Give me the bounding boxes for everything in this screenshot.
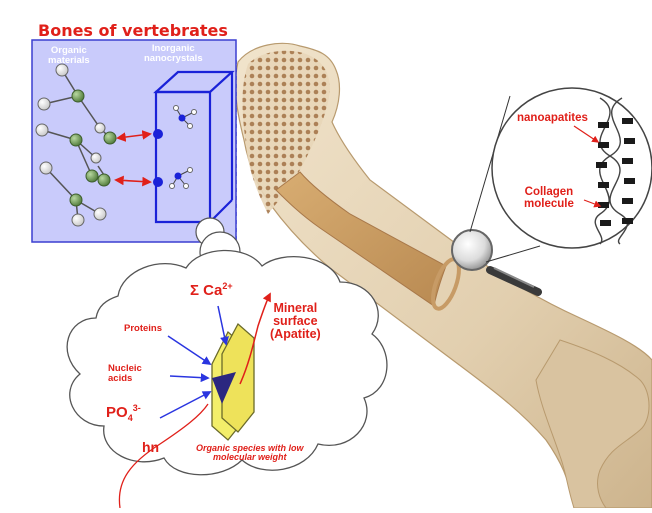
phosphate-sub: 4 [127, 413, 133, 423]
calcium-sum: Σ Ca [190, 282, 223, 299]
phosphate-po: PO [106, 404, 128, 421]
mineral-surface-arrow [239, 292, 271, 385]
collagen-label: Collagen molecule [524, 186, 574, 211]
spongy-bone [242, 50, 330, 214]
diagram-title: Bones of vertebrates [38, 21, 228, 40]
interaction-arrow-bottom [114, 175, 152, 187]
nucleic-acids-label: Nucleic acids [108, 363, 142, 384]
inorganic-nanocrystals-label: Inorganic nanocrystals [144, 43, 203, 64]
femur-bone [234, 42, 652, 509]
marrow-canal [275, 171, 447, 307]
calcium-charge: 2+ [222, 281, 233, 291]
mineral-surface-label: Mineral surface (Apatite) [270, 301, 321, 342]
adsorption-arrows [159, 305, 229, 419]
crystal-sites [153, 105, 197, 189]
collagen-pointer [583, 199, 602, 208]
photon-label: hn [142, 439, 160, 455]
atom-balls [35, 63, 117, 227]
phosphate-label: PO43- [106, 403, 141, 423]
bone-condyle [535, 339, 650, 509]
calcium-label: Σ Ca2+ [190, 281, 233, 299]
magnifying-glass-icon [451, 229, 542, 296]
nanoapatites-label: nanoapatites [517, 112, 588, 124]
nanoapatites-pointer [573, 125, 600, 143]
organic-materials-label: Organic materials [48, 45, 90, 66]
zoom-line-bottom [485, 245, 541, 263]
phosphate-charge: 3- [132, 403, 141, 413]
proteins-label: Proteins [124, 323, 163, 334]
photon-arrow [118, 403, 209, 509]
zoom-line-top [469, 95, 511, 233]
interaction-arrow-top [116, 130, 152, 142]
apatite-crystal [211, 322, 255, 441]
nanoapatite-blocks [596, 118, 635, 226]
organic-species-label: Organic species with low molecular weigh… [196, 443, 304, 463]
zoom-circle [491, 87, 652, 249]
